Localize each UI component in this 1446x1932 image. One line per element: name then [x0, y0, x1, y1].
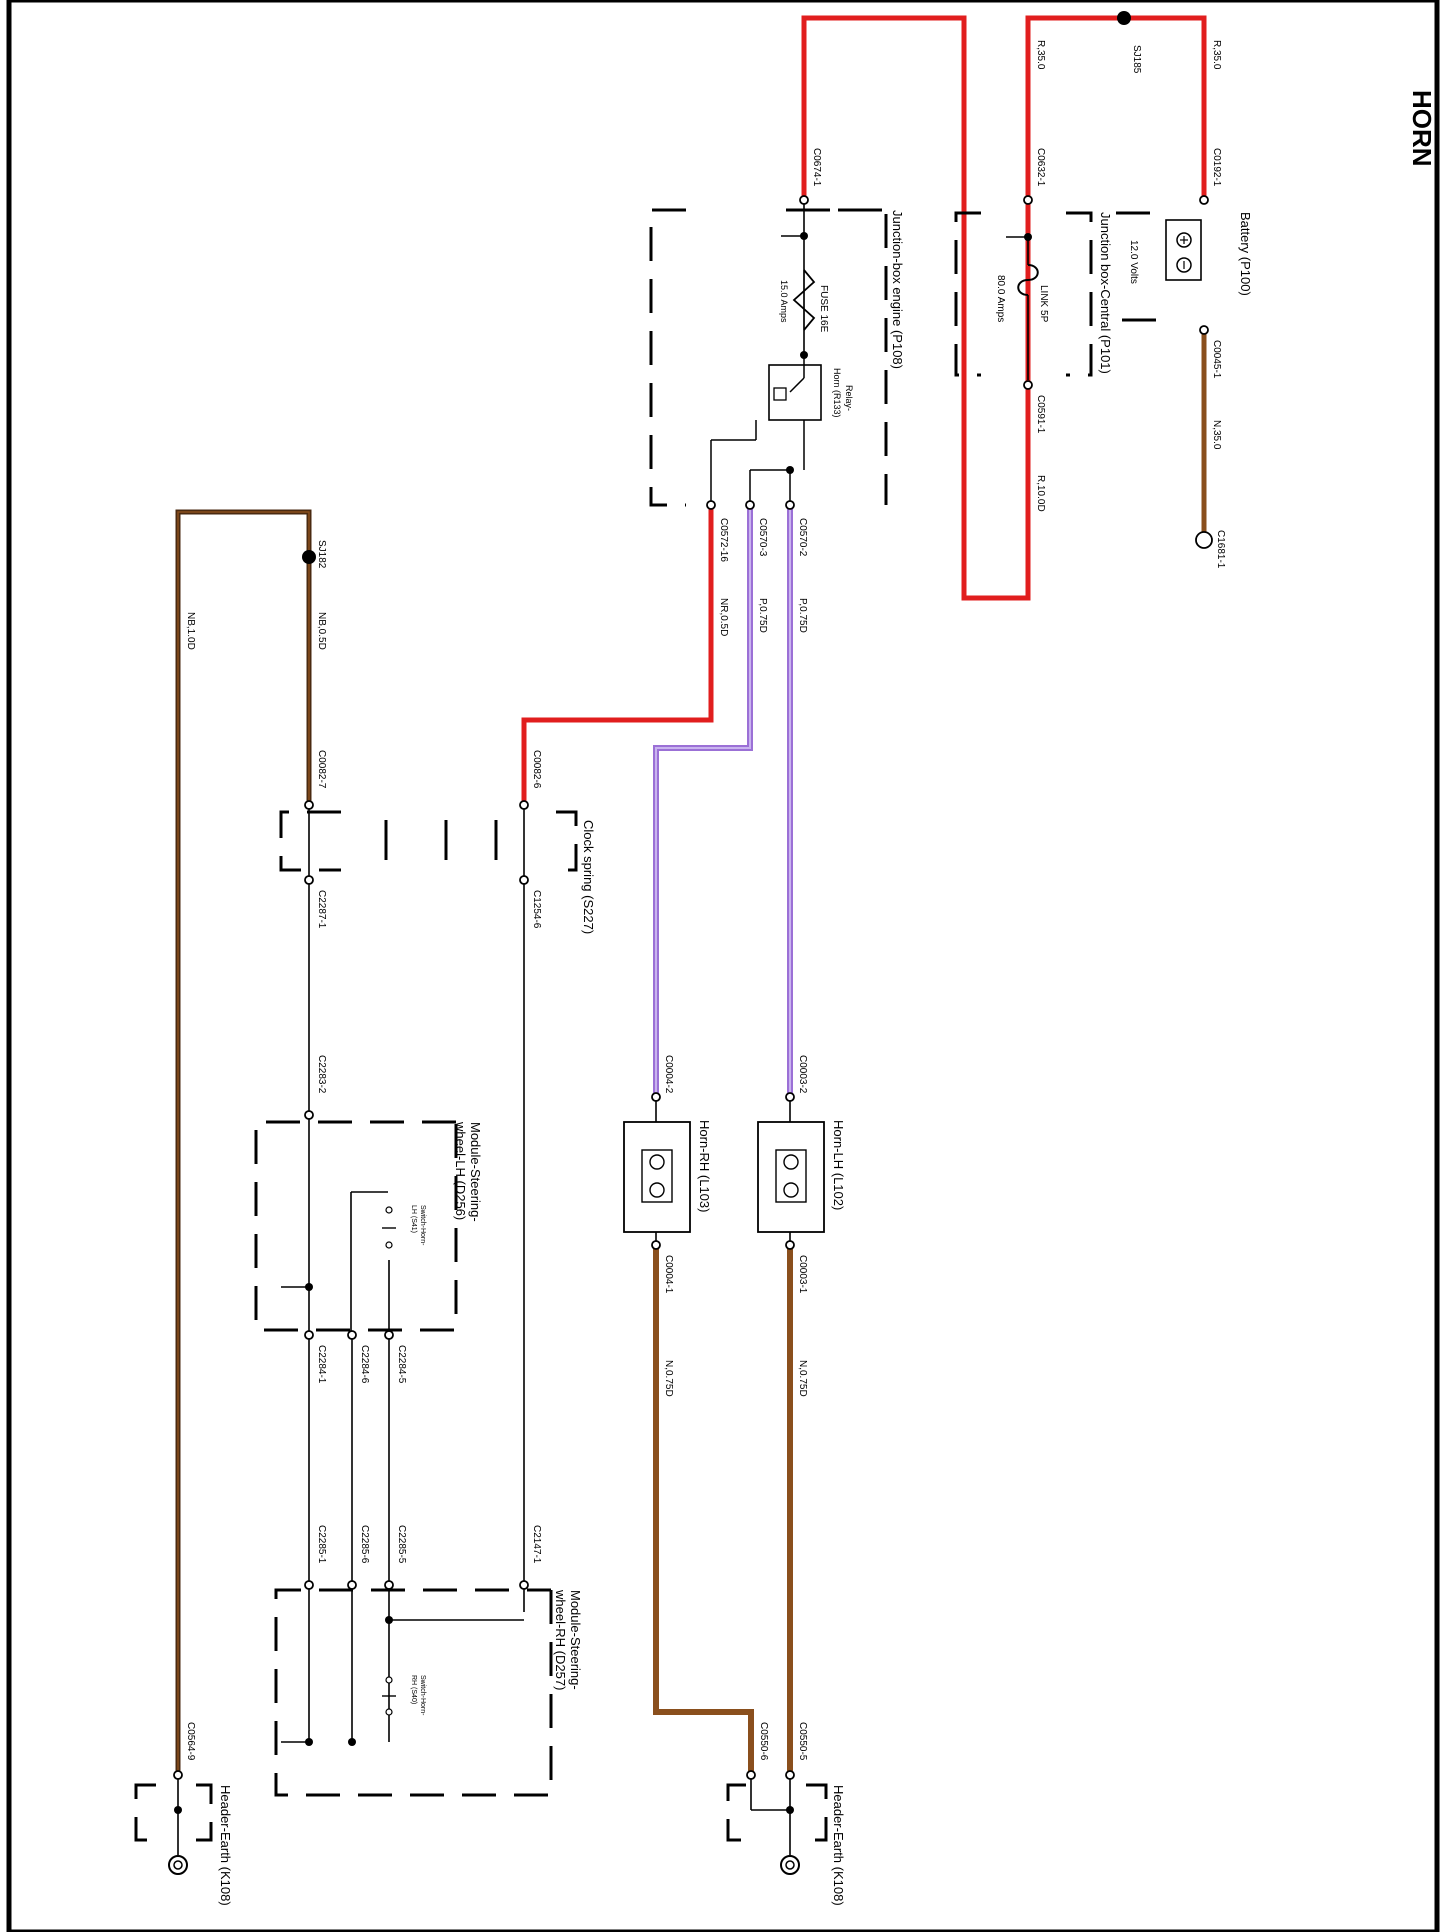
steer-rh-label-a: Module-Steering-	[568, 1590, 583, 1690]
connector-glyphs	[173, 195, 1213, 1780]
conn-c2147-1: C2147-1	[531, 1525, 542, 1564]
splice-steer-rh-3	[385, 1616, 393, 1624]
relay-label-a: Relay-	[844, 385, 854, 411]
conn-c0550-5: C0550-5	[797, 1722, 808, 1761]
conn-c0570-3: C0570-3	[757, 518, 768, 557]
switch-lh-label-b: LH (S41)	[410, 1205, 417, 1233]
module-steering-wheel-rh-d257	[274, 1588, 553, 1797]
conn-c0674-1: C0674-1	[811, 148, 822, 187]
steer-rh-label-b: wheel-RH (D257)	[553, 1589, 568, 1690]
wire-red-relay-to-clockspring	[521, 505, 714, 805]
wire-label-r35-a: R,35.0	[1211, 40, 1222, 70]
wire-purple-horn-rh	[653, 505, 753, 1097]
conn-c0550-6: C0550-6	[758, 1722, 769, 1761]
jb-central-rating: 80.0 Amps	[995, 275, 1006, 322]
wire-label-p075-a: P,0.75D	[797, 598, 808, 633]
wire-brown-horn-rh-return	[653, 1245, 754, 1775]
switch-rh-label-b: RH (S40)	[410, 1675, 417, 1704]
steer-lh-label-a: Module-Steering-	[468, 1122, 483, 1222]
horn-rh-l103	[623, 1097, 691, 1245]
switch-rh-label-a: Switch-Horn-	[419, 1675, 426, 1716]
conn-c1681-1: C1681-1	[1215, 530, 1226, 569]
conn-c0082-7: C0082-7	[316, 750, 327, 789]
conn-c2285-5: C2285-5	[396, 1525, 407, 1564]
wire-label-nb05: NB,0.5D	[316, 612, 327, 650]
conn-c2284-6: C2284-6	[359, 1345, 370, 1384]
conn-c0082-6: C0082-6	[531, 750, 542, 789]
conn-c0004-2: C0004-2	[663, 1055, 674, 1094]
clock-spring-s227	[279, 805, 578, 880]
splice-label-sj185: SJ185	[1131, 45, 1142, 74]
page-title: HORN	[1407, 90, 1437, 167]
relay-horn-r133	[768, 364, 822, 421]
conn-c0572-16: C0572-16	[718, 518, 729, 562]
horn-lh-l102	[757, 1097, 825, 1245]
conn-c2285-1: C2285-1	[316, 1525, 327, 1564]
fuse-label: FUSE 16E	[818, 285, 829, 333]
jb-central-label: Junction box-Central (P101)	[1098, 212, 1113, 374]
page-frame	[6, 0, 1440, 1932]
relay-label-b: Horn (R133)	[832, 368, 842, 418]
conn-c0003-2: C0003-2	[797, 1055, 808, 1094]
wire-red-battery-feed	[801, 15, 1207, 601]
junction-box-engine-p108	[649, 200, 888, 507]
fuse-rating: 15.0 Amps	[779, 280, 789, 323]
conn-c0045-1: C0045-1	[1211, 340, 1222, 379]
earth-right-label: Header-Earth (K108)	[831, 1785, 846, 1906]
wire-label-n075-a: N,0.75D	[797, 1360, 808, 1397]
splice-steer-rh-2	[348, 1738, 356, 1746]
conn-c0564-9: C0564-9	[185, 1722, 196, 1761]
splice-label-sj182: SJ182	[316, 540, 327, 569]
conn-c2283-2: C2283-2	[316, 1055, 327, 1094]
earth-left-label: Header-Earth (K108)	[218, 1785, 233, 1906]
switch-lh-label-a: Switch-Horn-	[419, 1205, 426, 1246]
conn-c2284-1: C2284-1	[316, 1345, 327, 1384]
conn-c2287-1: C2287-1	[316, 890, 327, 929]
steer-lh-label-b: wheel-LH (D256)	[453, 1121, 468, 1220]
jb-engine-label: Junction-box engine (P108)	[890, 210, 905, 369]
wire-label-nb10: NB,1.0D	[185, 612, 196, 650]
junction-box-central-p101	[954, 211, 1093, 380]
clock-spring-label: Clock spring (S227)	[581, 820, 596, 934]
splice-sj185	[1117, 11, 1131, 25]
conn-c0003-1: C0003-1	[797, 1255, 808, 1294]
steering-thin-wires	[308, 880, 525, 1742]
conn-c2285-6: C2285-6	[359, 1525, 370, 1564]
wire-label-nr05: NR,0.5D	[718, 598, 729, 636]
conn-c0004-1: C0004-1	[663, 1255, 674, 1294]
horn-rh-label: Horn-RH (L103)	[697, 1120, 712, 1212]
wire-label-n35: N,35.0	[1211, 420, 1222, 450]
jb-central-link: LINK 5P	[1038, 285, 1049, 323]
module-steering-wheel-lh-d256	[254, 1120, 458, 1332]
battery-rating: 12.0 Volts	[1128, 240, 1139, 284]
conn-c2284-5: C2284-5	[396, 1345, 407, 1384]
conn-c0632-1: C0632-1	[1035, 148, 1046, 187]
wire-label-r35-b: R,35.0	[1035, 40, 1046, 70]
horn-lh-label: Horn-LH (L102)	[831, 1120, 846, 1210]
wire-label-p075-b: P,0.75D	[757, 598, 768, 633]
splice-sj182	[302, 550, 316, 564]
battery-p100	[1116, 211, 1202, 322]
conn-c0591-1: C0591-1	[1035, 395, 1046, 434]
header-earth-k108-left	[134, 1775, 213, 1875]
diagram: Battery (P100) 12.0 Volts Junction box-C…	[134, 11, 1437, 1906]
conn-c0570-2: C0570-2	[797, 518, 808, 557]
conn-c0192-1: C0192-1	[1211, 148, 1222, 187]
header-earth-k108-right	[726, 1775, 828, 1875]
wire-darkbrown-steering-earth	[175, 509, 312, 1775]
wire-label-r10: R,10.0D	[1035, 475, 1046, 512]
conn-c1254-6: C1254-6	[531, 890, 542, 929]
wire-label-n075-b: N,0.75D	[663, 1360, 674, 1397]
battery-label: Battery (P100)	[1238, 212, 1253, 296]
